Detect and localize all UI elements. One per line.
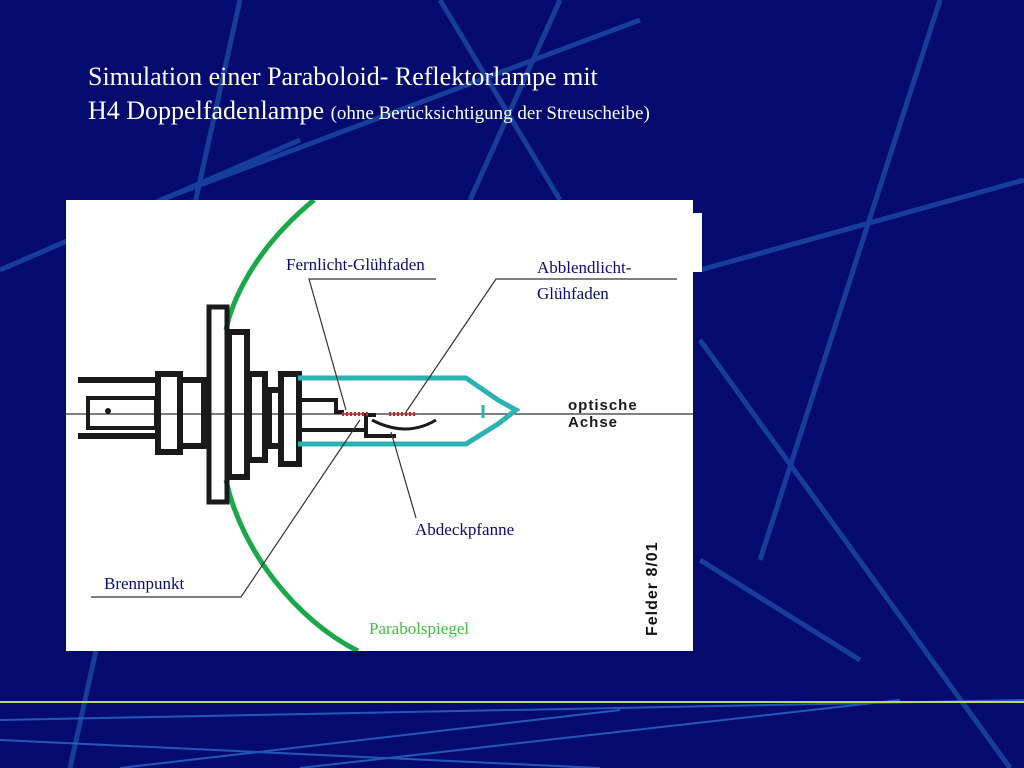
panel-tab [693,213,702,272]
label-abblendlicht-2: Glühfaden [537,284,609,303]
shield-cup [371,418,437,431]
lamp-base [78,304,302,505]
diagram-panel: Fernlicht-Glühfaden Abblendlicht- Glühfa… [66,200,693,651]
label-abblendlicht-1: Abblendlicht- [537,258,632,277]
label-parabolspiegel: Parabolspiegel [369,619,470,638]
leader-fernlicht [308,278,436,411]
leader-abdeckpfanne [390,431,417,519]
leader-abblend [405,278,677,413]
base-pin [105,408,111,414]
title-line-2: H4 Doppelfadenlampe [88,96,325,125]
label-optische: optische [568,397,638,414]
title-note: (ohne Berücksichtigung der Streuscheibe) [330,103,650,124]
leader-brennpunkt [91,419,361,598]
label-brennpunkt: Brennpunkt [104,574,185,593]
filament-supports [299,398,396,438]
title-line-1: Simulation einer Paraboloid- Reflektorla… [88,62,598,91]
author-signature: Felder 8/01 [644,541,661,636]
label-abdeckpfanne: Abdeckpfanne [415,520,515,539]
label-fernlicht: Fernlicht-Glühfaden [286,255,425,274]
lamp-diagram [66,200,693,651]
bulb-glass [298,375,521,447]
slide-title: Simulation einer Paraboloid- Reflektorla… [88,60,888,131]
label-achse: Achse [568,414,619,431]
